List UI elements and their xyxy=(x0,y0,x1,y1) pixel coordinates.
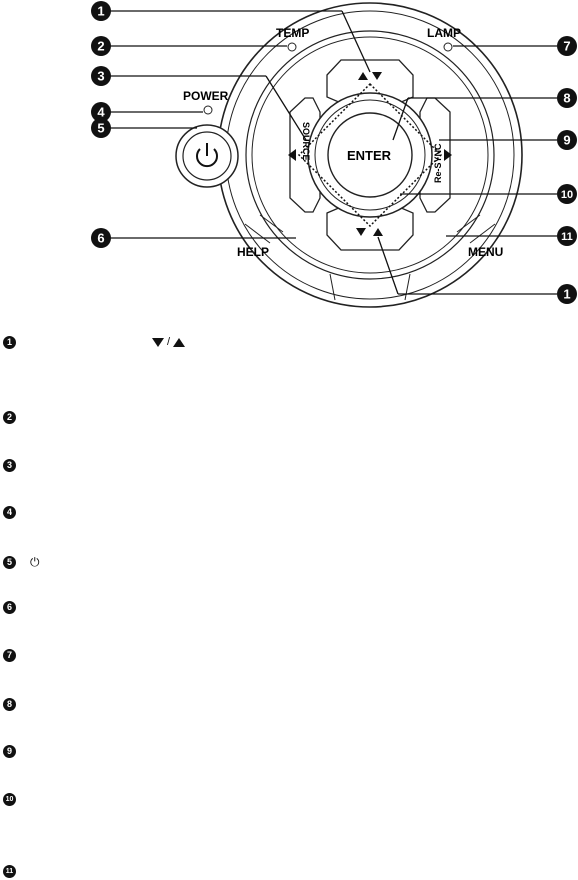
ring-divider xyxy=(259,214,284,233)
callout-number: 3 xyxy=(97,69,104,84)
legend-bullet: 4 xyxy=(3,505,16,519)
legend-item-8: 8 xyxy=(3,695,16,713)
callout-number: 8 xyxy=(563,91,570,106)
direction-diamond xyxy=(297,82,443,228)
lamp-led-icon xyxy=(443,42,453,52)
legend-bullet: 9 xyxy=(3,744,16,758)
callout-number: 1 xyxy=(97,4,104,19)
callout-number: 5 xyxy=(97,121,104,136)
legend-item-9: 9 xyxy=(3,742,16,760)
legend-item-3: 3 xyxy=(3,456,16,474)
power-led-icon xyxy=(203,105,213,115)
enter-label: ENTER xyxy=(347,148,392,163)
help-label: HELP xyxy=(237,245,269,259)
legend-item-2: 2 xyxy=(3,408,16,426)
legend-bullet: 8 xyxy=(3,697,16,711)
leader-line xyxy=(377,236,399,295)
source-label: SOURCE xyxy=(301,122,311,161)
callout-badge xyxy=(91,66,111,86)
legend-bullet: 5 xyxy=(3,555,16,569)
up-key[interactable] xyxy=(326,59,414,104)
power-symbol-icon: ⏻ xyxy=(30,554,40,569)
ring-divider xyxy=(456,214,481,233)
legend-bullet: 10 xyxy=(3,792,16,806)
callout-number: 1 xyxy=(563,287,570,302)
legend-item-1: 1 / xyxy=(3,333,186,351)
ring-divider xyxy=(469,223,496,244)
callout-number: 9 xyxy=(563,133,570,148)
legend-bullet: 1 xyxy=(3,335,16,349)
legend-item-7: 7 xyxy=(3,646,16,664)
callout-badge xyxy=(557,88,577,108)
down-arrow-icon xyxy=(152,337,164,347)
legend-item-11: 11 xyxy=(3,862,16,880)
ring-divider xyxy=(329,273,336,301)
arrow-left-icon xyxy=(288,149,296,161)
resync-label: Re-SYNC xyxy=(433,143,443,183)
legend-bullet: 7 xyxy=(3,648,16,662)
keypad-ring-4 xyxy=(251,36,489,274)
legend-bullet: 11 xyxy=(3,864,16,878)
ring-divider xyxy=(244,223,271,244)
arrow-up-icon xyxy=(373,228,383,236)
keypad-ring-3 xyxy=(245,30,495,280)
callout-number: 6 xyxy=(97,231,104,246)
callout-badge xyxy=(91,1,111,21)
callout-badge xyxy=(557,226,577,246)
callout-number: 4 xyxy=(97,105,105,120)
slash-separator: / xyxy=(167,336,171,348)
up-arrow-icon xyxy=(173,337,186,347)
legend-item-10: 10 xyxy=(3,790,16,808)
ring-divider xyxy=(404,273,411,301)
callout-badge xyxy=(557,130,577,150)
legend-bullet: 2 xyxy=(3,410,16,424)
menu-label: MENU xyxy=(468,245,503,259)
power-icon xyxy=(196,148,218,168)
leader-line xyxy=(265,75,307,141)
callout-badge xyxy=(91,102,111,122)
lamp-label: LAMP xyxy=(427,26,461,40)
leader-line xyxy=(392,97,409,141)
arrow-down-icon xyxy=(356,228,366,236)
temp-led-icon xyxy=(287,42,297,52)
power-label: POWER xyxy=(183,89,229,103)
callout-badge xyxy=(557,36,577,56)
callout-badge xyxy=(91,36,111,56)
legend-item-6: 6 xyxy=(3,598,16,616)
temp-label: TEMP xyxy=(276,26,309,40)
legend-item-4: 4 xyxy=(3,503,16,521)
callout-number: 10 xyxy=(561,189,573,201)
legend-item-5: 5 ⏻ xyxy=(3,553,40,571)
callout-number: 11 xyxy=(561,231,573,243)
leader-line xyxy=(341,10,371,73)
enter-ring-inner xyxy=(314,99,426,211)
callout-badge xyxy=(91,228,111,248)
arrow-up-icon xyxy=(358,72,368,80)
callout-badge xyxy=(91,118,111,138)
enter-button[interactable] xyxy=(327,112,413,198)
callout-number: 7 xyxy=(563,39,570,54)
arrow-down-icon xyxy=(372,72,382,80)
legend-bullet: 3 xyxy=(3,458,16,472)
legend-arrow-glyphs: / xyxy=(152,336,186,348)
callout-number: 2 xyxy=(97,39,104,54)
callout-badge xyxy=(557,184,577,204)
arrow-right-icon xyxy=(444,149,452,161)
legend-bullet: 6 xyxy=(3,600,16,614)
control-panel-diagram: TEMP LAMP POWER ENTER HELP MENU SOURCE R… xyxy=(91,1,577,308)
callout-badge xyxy=(557,284,577,304)
